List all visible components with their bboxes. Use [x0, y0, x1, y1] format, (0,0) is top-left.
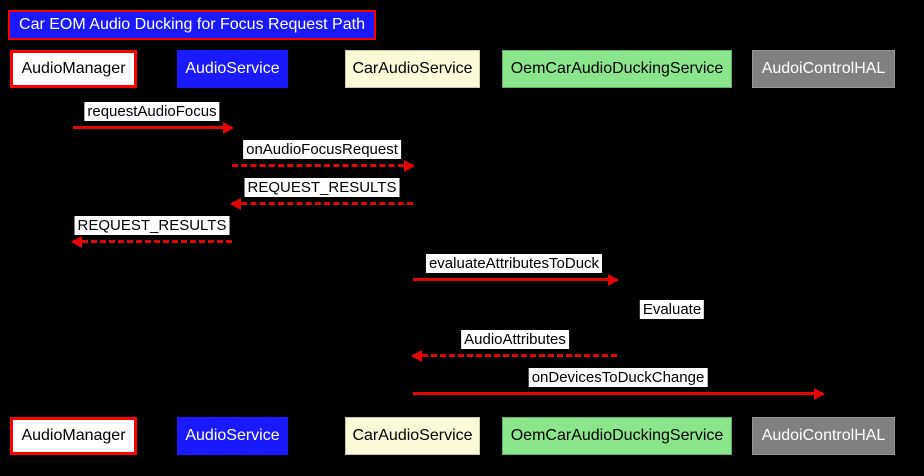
message-arrow-ondevicestoduckchange: [413, 388, 825, 400]
participant-oemcaraudioduckingservice-top: OemCarAudioDuckingService: [502, 50, 732, 88]
participant-audoicontrolhal-top: AudoiControlHAL: [752, 50, 895, 88]
message-label-evaluateattributestoduck: evaluateAttributesToDuck: [425, 254, 603, 273]
message-label-evaluate: Evaluate: [639, 300, 705, 319]
arrowhead: [814, 388, 825, 400]
message-arrow-requestaudiofocus: [73, 122, 234, 134]
arrowhead: [411, 350, 422, 362]
message-label-request-results-1: REQUEST_RESULTS: [244, 178, 400, 197]
arrowhead: [223, 122, 234, 134]
message-arrow-request-results-1: [230, 198, 413, 210]
participant-audiomanager-top: AudioManager: [10, 50, 137, 88]
message-label-ondevicestoduckchange: onDevicesToDuckChange: [528, 368, 708, 387]
message-arrow-onaudiofocusrequest: [232, 160, 415, 172]
message-label-audioattributes: AudioAttributes: [461, 330, 569, 349]
participant-caraudioservice-top: CarAudioService: [345, 50, 480, 88]
message-label-requestaudiofocus: requestAudioFocus: [84, 102, 220, 121]
participant-caraudioservice-bottom: CarAudioService: [345, 417, 480, 455]
arrowhead: [608, 274, 619, 286]
message-label-onaudiofocusrequest: onAudioFocusRequest: [243, 140, 401, 159]
arrowhead: [404, 160, 415, 172]
message-arrow-audioattributes: [411, 350, 617, 362]
participant-oemcaraudioduckingservice-bottom: OemCarAudioDuckingService: [502, 417, 732, 455]
participant-audoicontrolhal-bottom: AudoiControlHAL: [752, 417, 895, 455]
arrowhead: [71, 236, 82, 248]
arrowhead: [230, 198, 241, 210]
diagram-title: Car EOM Audio Ducking for Focus Request …: [8, 10, 376, 40]
message-arrow-request-results-2: [71, 236, 232, 248]
message-label-request-results-2: REQUEST_RESULTS: [74, 216, 230, 235]
participant-audiomanager-bottom: AudioManager: [10, 417, 137, 455]
message-arrow-evaluateattributestoduck: [413, 274, 619, 286]
participant-audioservice-bottom: AudioService: [177, 417, 288, 455]
participant-audioservice-top: AudioService: [177, 50, 288, 88]
